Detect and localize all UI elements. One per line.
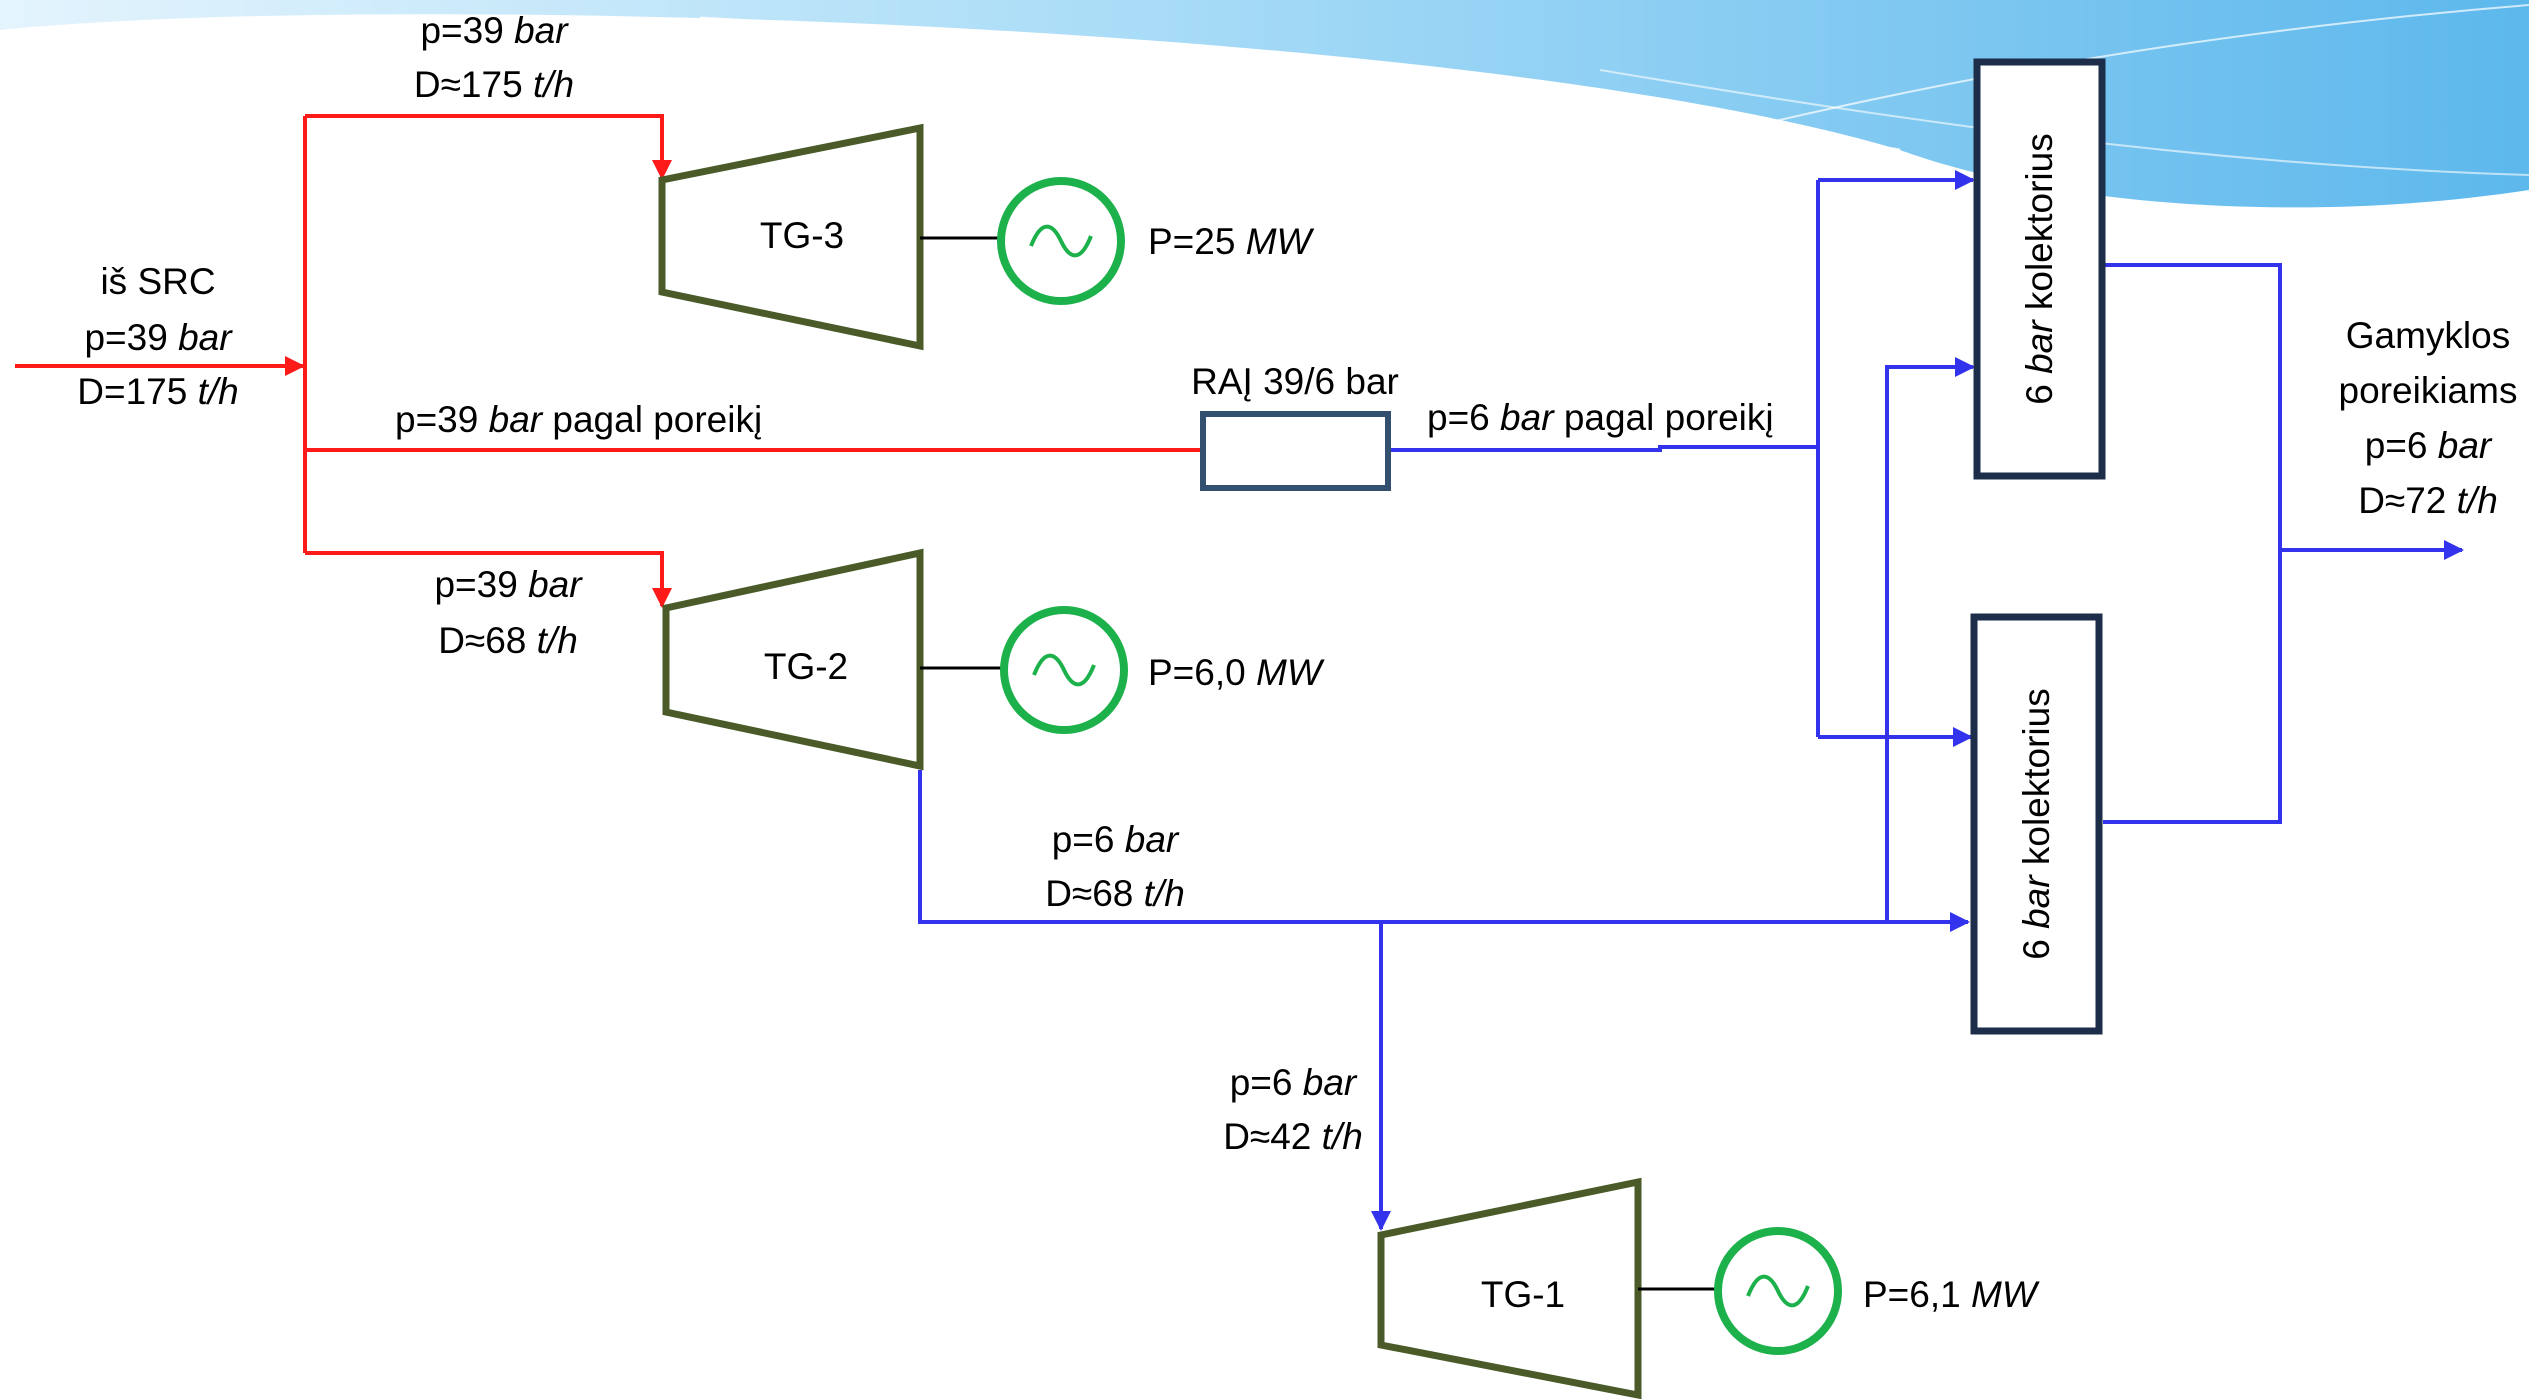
output-pressure: p=6 bar [2365, 425, 2493, 466]
valve-label: RAĮ 39/6 bar [1191, 361, 1399, 402]
bypass-lp-label: p=6 bar pagal poreikį [1427, 397, 1774, 438]
tg2-inlet-line [305, 551, 672, 608]
tg1-label: TG-1 [1481, 1274, 1565, 1315]
output-flow: D≈72 t/h [2358, 480, 2498, 521]
source-flow: D=175 t/h [77, 371, 238, 412]
sine-icon [1746, 1274, 1810, 1308]
top-collector-outlet [2103, 263, 2282, 824]
tg2-outlet-flow: D≈68 t/h [1045, 873, 1185, 914]
lp-steam-lines [918, 170, 2464, 1231]
bottom-collector [1970, 613, 2103, 1035]
tg1-inlet-flow: D≈42 t/h [1223, 1116, 1363, 1157]
output-label-line2: poreikiams [2339, 370, 2518, 411]
tg2-turbine [662, 548, 924, 771]
header-banner [0, 0, 2529, 208]
tg3-label: TG-3 [760, 215, 844, 256]
tg2-power: P=6,0 MW [1148, 652, 1325, 693]
tg2-outlet-pressure: p=6 bar [1052, 819, 1180, 860]
tg2-inlet-pressure: p=39 bar [434, 564, 583, 605]
tg1-inlet-pressure: p=6 bar [1230, 1062, 1358, 1103]
source-pressure: p=39 bar [84, 317, 233, 358]
reduction-valve [1200, 411, 1391, 491]
top-collector [1973, 58, 2106, 480]
tg2-inlet-flow: D≈68 t/h [438, 620, 578, 661]
tg2-generator [1000, 606, 1128, 734]
bottom-collector-label: 6 bar kolektorius [2016, 688, 2057, 959]
bypass-hp-label: p=39 bar pagal poreikį [395, 399, 762, 440]
tg3-turbine [658, 123, 924, 351]
tg1-power: P=6,1 MW [1863, 1274, 2040, 1315]
turbine-shafts [920, 236, 1715, 1291]
distrib-vertical-right [1885, 357, 1975, 922]
hp-steam-lines [15, 114, 1203, 608]
tg2-outlet-line [918, 770, 1970, 932]
output-label-line1: Gamyklos [2346, 315, 2510, 356]
tg3-inlet-flow: D≈175 t/h [414, 64, 574, 105]
tg3-generator [997, 177, 1125, 305]
tg2-label: TG-2 [764, 646, 848, 687]
sine-icon [1029, 224, 1093, 258]
tg3-inlet-pressure: p=39 bar [420, 10, 569, 51]
top-collector-label: 6 bar kolektorius [2019, 133, 2060, 404]
source-label: iš SRC [100, 261, 215, 302]
tg1-turbine [1377, 1177, 1642, 1399]
tg3-inlet-line [305, 114, 672, 180]
sine-icon [1032, 653, 1096, 687]
bypass-lp-line [1388, 445, 1818, 452]
tg1-generator [1714, 1227, 1842, 1355]
tg3-power: P=25 MW [1148, 221, 1315, 262]
